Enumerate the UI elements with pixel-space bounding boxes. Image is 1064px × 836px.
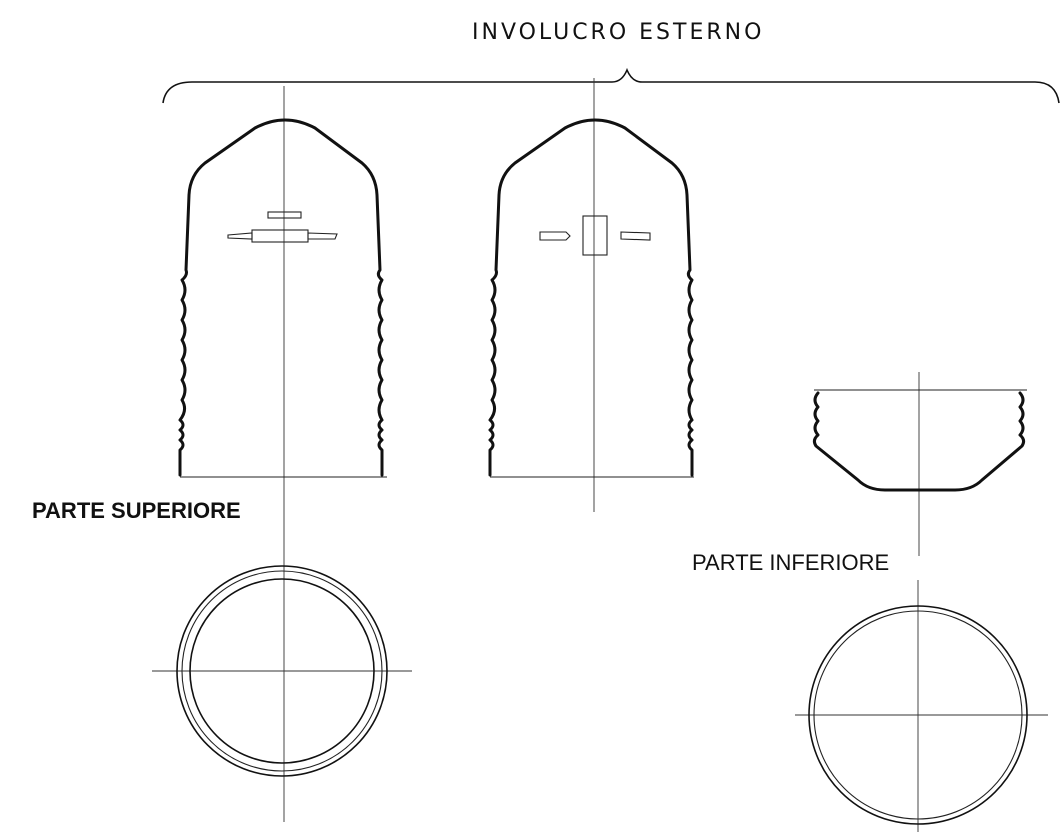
slot-upper — [267, 211, 302, 219]
inner-ring — [189, 578, 375, 764]
lower-part-outline — [812, 391, 1026, 492]
middle-ring — [181, 570, 383, 772]
upper-part-side-view — [488, 78, 694, 512]
upper-part-plan-view — [152, 565, 412, 777]
upper-part-outline — [178, 118, 384, 477]
lower-part-label: PARTE INFERIORE — [692, 550, 890, 575]
upper-part-front-view — [178, 86, 387, 822]
outer-ring — [176, 565, 388, 777]
upper-part-label: PARTE SUPERIORE — [32, 498, 241, 523]
grouping-brace — [162, 67, 1060, 104]
slot-left — [227, 232, 253, 240]
drawing-title: INVOLUCRO ESTERNO — [472, 20, 765, 45]
upper-part-outline — [488, 118, 694, 477]
lower-part-plan-view — [795, 580, 1048, 832]
slot-right — [307, 232, 338, 240]
slot-right — [620, 231, 651, 241]
inner-ring — [813, 610, 1023, 820]
outer-ring — [808, 605, 1028, 825]
lower-part-elevation-view — [812, 372, 1027, 556]
slot-left — [539, 231, 571, 241]
slot-center — [582, 215, 608, 256]
slot-center — [251, 229, 309, 243]
